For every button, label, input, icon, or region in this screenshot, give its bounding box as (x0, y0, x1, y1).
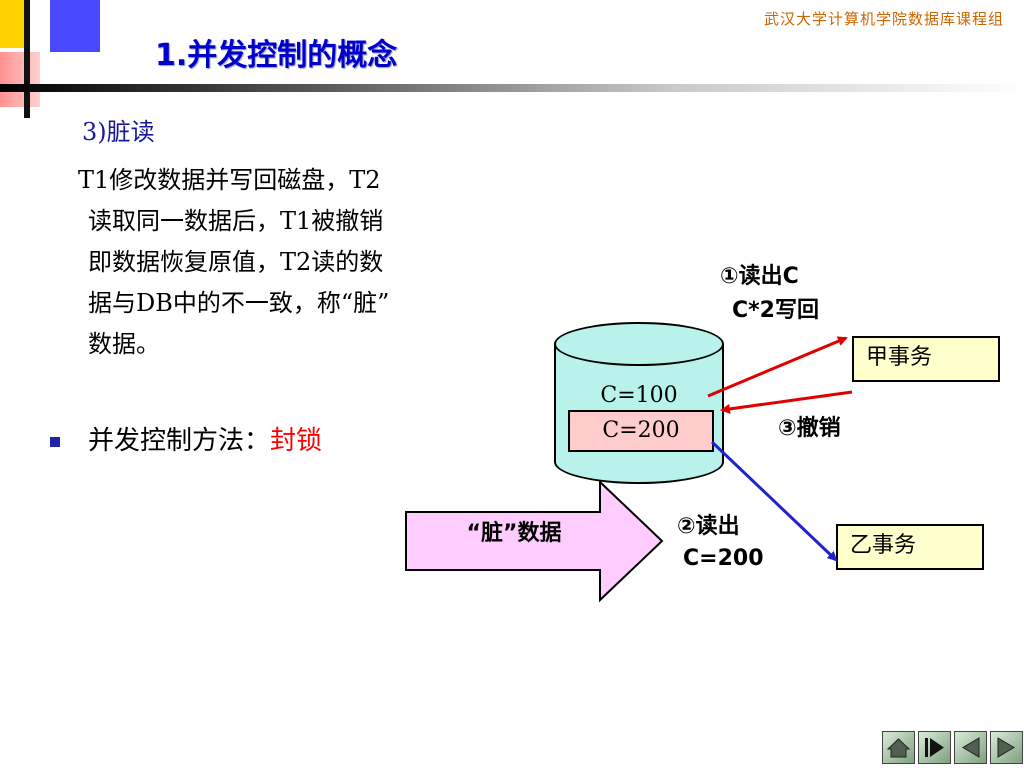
dirty-data-big-arrow (405, 479, 664, 603)
bullet-square-icon (50, 437, 60, 447)
decor-yellow-square (0, 0, 24, 48)
undo-arrow (720, 390, 853, 414)
read-write-arrow (707, 336, 848, 398)
paragraph-line: 即数据恢复原值，T2读的数 (88, 248, 384, 276)
paragraph-line: 读取同一数据后，T1被撤销 (88, 207, 384, 235)
transaction-b-box: 乙事务 (836, 524, 984, 570)
previous-page-icon (962, 737, 980, 758)
read2-label: ②读出 (677, 514, 740, 539)
first-page-button[interactable] (918, 731, 951, 764)
title-underline (0, 84, 1024, 92)
undo-label: ③撤销 (778, 416, 841, 441)
next-page-button[interactable] (990, 731, 1023, 764)
paragraph-line: T1修改数据并写回磁盘，T2 (78, 166, 381, 194)
sub-heading: 3)脏读 (82, 118, 155, 146)
home-icon (886, 738, 911, 758)
home-button[interactable] (882, 731, 915, 764)
bullet-prefix: 并发控制方法： (88, 426, 271, 456)
first-page-icon (925, 738, 944, 757)
paragraph-line: 数据。 (88, 330, 160, 358)
decor-pink-square (0, 52, 40, 107)
db-value: C=100 (600, 383, 678, 408)
write-back-label: C*2写回 (732, 298, 819, 323)
paragraph-line: 据与DB中的不一致，称“脏” (88, 289, 390, 317)
bullet-accent: 封锁 (270, 426, 323, 456)
read2-arrow (710, 440, 838, 562)
read-c-label: ①读出C (720, 264, 799, 289)
transaction-a-box: 甲事务 (852, 336, 1000, 382)
database-cylinder-top (554, 322, 724, 366)
next-page-icon (997, 737, 1015, 758)
read2-value-label: C=200 (683, 546, 764, 571)
dirty-data-label: “脏”数据 (466, 521, 562, 546)
dirty-value-box: C=200 (568, 410, 714, 452)
course-group-label: 武汉大学计算机学院数据库课程组 (763, 10, 1004, 28)
decor-vertical-line (24, 0, 30, 118)
decor-blue-square (50, 0, 100, 52)
control-method-bullet: 并发控制方法：封锁 (88, 420, 322, 457)
slide-title: 1.并发控制的概念 (155, 38, 398, 73)
previous-page-button[interactable] (954, 731, 987, 764)
dirty-read-description: T1修改数据并写回磁盘，T2 读取同一数据后，T1被撤销 即数据恢复原值，T2读… (78, 160, 528, 365)
